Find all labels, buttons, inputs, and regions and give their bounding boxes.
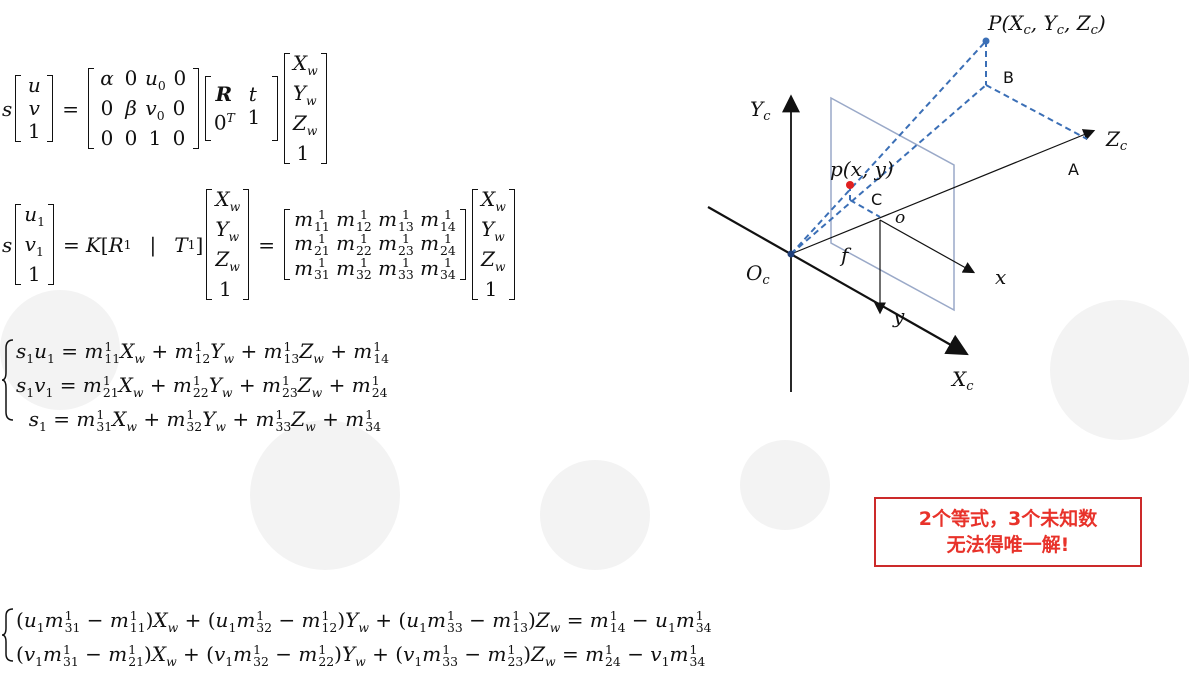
x-label: x bbox=[995, 265, 1006, 289]
projection-equation: s u v 1 = α 0 u0 0 0 β v0 0 0 0 1 0 R t bbox=[2, 52, 330, 165]
zc-axis bbox=[790, 129, 1096, 255]
world-vector-2: Xw Yw Zw 1 bbox=[206, 188, 250, 301]
A-label: A bbox=[1068, 160, 1079, 179]
y-label: y bbox=[892, 304, 905, 328]
image-plane bbox=[830, 96, 955, 312]
note-box: 2个等式，3个未知数 无法得唯一解! bbox=[874, 497, 1142, 567]
watermark-circle bbox=[0, 290, 120, 410]
point-P bbox=[982, 37, 990, 45]
note-line-2: 无法得唯一解! bbox=[946, 534, 1070, 556]
image-x-axis bbox=[879, 219, 976, 274]
yc-label: Yc bbox=[750, 97, 771, 124]
f-label: f bbox=[839, 243, 852, 267]
scale-factor: s bbox=[2, 96, 13, 121]
watermark-circle bbox=[740, 440, 830, 530]
world-vector: Xw Yw Zw 1 bbox=[283, 52, 327, 165]
origin-point bbox=[787, 250, 795, 258]
point-p bbox=[846, 181, 854, 189]
pixel-vector: u v 1 bbox=[15, 74, 54, 143]
o-label: o bbox=[895, 208, 905, 228]
intrinsic-matrix: α 0 u0 0 0 β v0 0 0 0 1 0 bbox=[88, 67, 199, 150]
xc-axis bbox=[707, 206, 969, 356]
projection-lines bbox=[790, 40, 1088, 255]
watermark-circle bbox=[540, 460, 650, 570]
note-line-1: 2个等式，3个未知数 bbox=[918, 508, 1098, 530]
oc-label: Oc bbox=[746, 261, 770, 288]
P-label: P(Xc, Yc, Zc) bbox=[987, 11, 1106, 38]
world-vector-3: Xw Yw Zw 1 bbox=[471, 188, 515, 301]
xc-label: Xc bbox=[950, 367, 974, 394]
zc-label: Zc bbox=[1105, 127, 1128, 154]
C-label: C bbox=[871, 190, 882, 209]
camera-model-diagram: P(Xc, Yc, Zc) p(x, y) Yc Zc Xc Oc o f x … bbox=[707, 11, 1128, 394]
extrinsic-matrix: R t 0T 1 bbox=[204, 75, 278, 143]
watermark-circle bbox=[250, 420, 400, 570]
watermark-circle bbox=[1050, 300, 1189, 440]
p-label: p(x, y) bbox=[830, 157, 894, 181]
pixel-vector-1: u1 v1 1 bbox=[15, 203, 54, 286]
B-label: B bbox=[1003, 68, 1014, 87]
